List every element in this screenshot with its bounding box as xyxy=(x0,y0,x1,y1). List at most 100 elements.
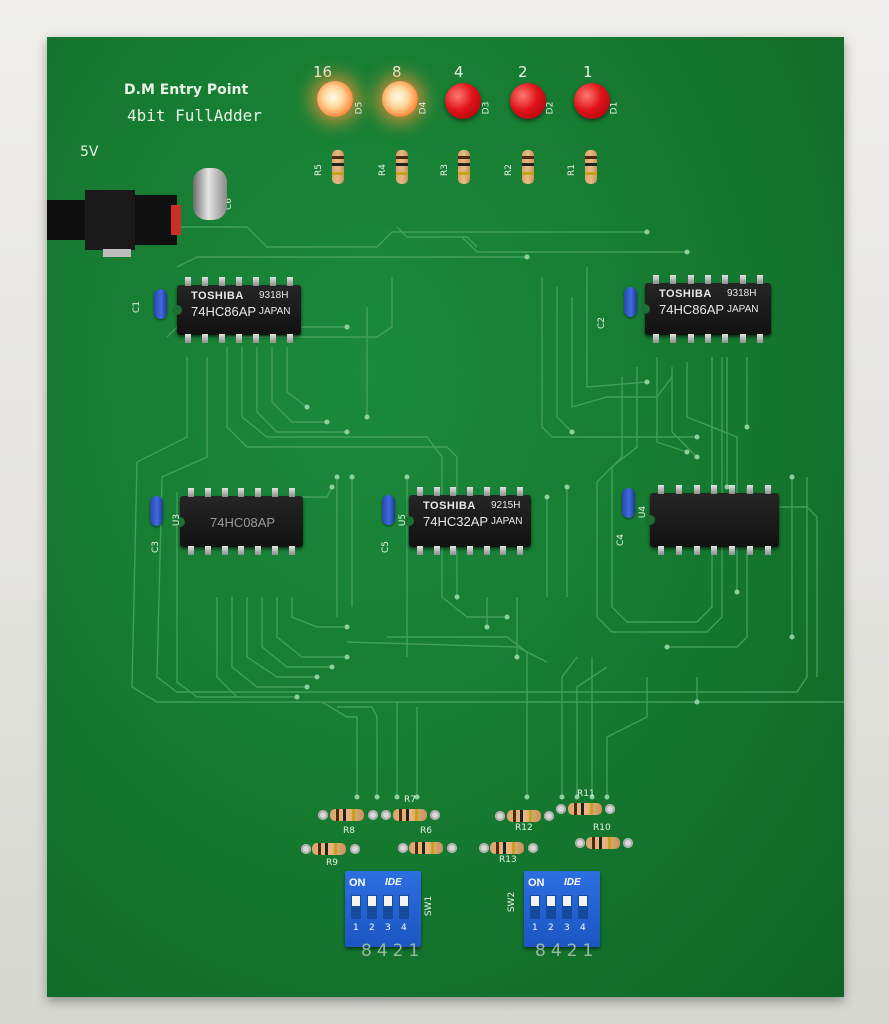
dip-toggle-3[interactable] xyxy=(562,895,572,919)
board-title: D.M Entry Point xyxy=(124,82,249,98)
chip-u4 xyxy=(645,485,779,555)
dc-power-jack xyxy=(47,190,181,257)
dip-toggle-4[interactable] xyxy=(399,895,409,919)
cap-ref-c2: C2 xyxy=(597,316,608,330)
led-d2 xyxy=(510,83,546,119)
resistor-r11 xyxy=(568,803,602,815)
chip-ref-u3: U3 xyxy=(172,513,183,527)
chip-74hc86-left: TOSHIBA 9318H 74HC86AP JAPAN xyxy=(172,277,301,343)
dip-toggle-4[interactable] xyxy=(578,895,588,919)
cap-ref-c1: C1 xyxy=(132,300,143,314)
resistor-ref-r7: R7 xyxy=(404,795,416,805)
dip-switch-sw1[interactable]: ON IDE 1 2 3 4 xyxy=(345,871,421,947)
chip-origin: JAPAN xyxy=(259,306,291,317)
pad xyxy=(605,804,615,814)
dip-position-3: 3 xyxy=(385,923,391,933)
pad xyxy=(430,810,440,820)
chip-brand: TOSHIBA xyxy=(191,290,244,302)
pad xyxy=(350,844,360,854)
resistor-ref-r3: R3 xyxy=(439,164,450,176)
pad xyxy=(556,804,566,814)
resistor-r6 xyxy=(409,842,443,854)
led-ref-d1: D1 xyxy=(609,101,620,115)
dip-toggle-2[interactable] xyxy=(546,895,556,919)
led-d3 xyxy=(445,83,481,119)
led-d1 xyxy=(574,83,610,119)
chip-brand: TOSHIBA xyxy=(659,288,712,300)
pad xyxy=(528,843,538,853)
chip-part: 74HC86AP xyxy=(191,304,257,319)
resistor-ref-r1: R1 xyxy=(566,164,577,176)
dip-position-1: 1 xyxy=(353,923,359,933)
board-subtitle: 4bit FullAdder xyxy=(127,106,262,125)
dip-toggle-1[interactable] xyxy=(530,895,540,919)
resistor-ref-r5: R5 xyxy=(313,164,324,176)
resistor-r5 xyxy=(332,150,344,184)
resistor-r2 xyxy=(522,150,534,184)
pcb-board: D.M Entry Point 4bit FullAdder 5V J1 C6 … xyxy=(47,37,844,997)
resistor-r10 xyxy=(586,837,620,849)
dip-toggle-3[interactable] xyxy=(383,895,393,919)
capacitor-c3 xyxy=(150,496,163,526)
switch-weights-sw2: 8421 xyxy=(535,941,599,961)
pad xyxy=(623,838,633,848)
chip-part: 74HC86AP xyxy=(659,302,725,317)
resistor-ref-r8: R8 xyxy=(343,826,355,836)
resistor-r3 xyxy=(458,150,470,184)
resistor-ref-r2: R2 xyxy=(503,164,514,176)
led-ref-d2: D2 xyxy=(545,101,556,115)
cap-ref-c4: C4 xyxy=(616,533,627,547)
chip-brand: TOSHIBA xyxy=(423,500,476,512)
chip-74hc86-right: TOSHIBA 9318H 74HC86AP JAPAN xyxy=(640,275,771,343)
electrolytic-capacitor-c6 xyxy=(193,168,227,220)
dip-position-4: 4 xyxy=(580,923,586,933)
dip-position-2: 2 xyxy=(369,923,375,933)
capacitor-c2 xyxy=(624,287,637,317)
led-value-1: 1 xyxy=(583,63,593,81)
dip-position-3: 3 xyxy=(564,923,570,933)
resistor-r7 xyxy=(393,809,427,821)
led-d4 xyxy=(382,81,418,117)
resistor-ref-r4: R4 xyxy=(377,164,388,176)
cap-ref-c5: C5 xyxy=(381,540,392,554)
chip-part: 74HC08AP xyxy=(210,515,276,530)
capacitor-c1 xyxy=(154,289,167,319)
dip-position-2: 2 xyxy=(548,923,554,933)
resistor-r12 xyxy=(507,810,541,822)
capacitor-c5 xyxy=(382,495,395,525)
dip-toggle-1[interactable] xyxy=(351,895,361,919)
pad xyxy=(544,811,554,821)
resistor-ref-r6: R6 xyxy=(420,826,432,836)
pad xyxy=(479,843,489,853)
dip-on-label: ON xyxy=(349,877,366,889)
pad xyxy=(575,838,585,848)
resistor-r1 xyxy=(585,150,597,184)
chip-origin: JAPAN xyxy=(727,304,759,315)
resistor-ref-r11: R11 xyxy=(577,789,595,799)
switch-ref-sw1: SW1 xyxy=(424,895,435,917)
resistor-ref-r13: R13 xyxy=(499,855,517,865)
dip-brand-label: IDE xyxy=(564,877,581,888)
resistor-ref-r10: R10 xyxy=(593,823,611,833)
dip-position-1: 1 xyxy=(532,923,538,933)
led-value-8: 8 xyxy=(392,63,402,81)
led-value-2: 2 xyxy=(518,63,528,81)
resistor-r4 xyxy=(396,150,408,184)
chip-lot: 9318H xyxy=(727,288,757,299)
chip-lot: 9215H xyxy=(491,500,521,511)
switch-ref-sw2: SW2 xyxy=(507,891,518,913)
pad xyxy=(318,810,328,820)
resistor-r13 xyxy=(490,842,524,854)
led-ref-d4: D4 xyxy=(418,101,429,115)
chip-ref-u4: U4 xyxy=(638,505,649,519)
switch-weights-sw1: 8421 xyxy=(361,941,425,961)
chip-74hc32: TOSHIBA 9215H 74HC32AP JAPAN xyxy=(404,487,531,555)
led-value-16: 16 xyxy=(313,63,333,81)
dip-switch-sw2[interactable]: ON IDE 1 2 3 4 xyxy=(524,871,600,947)
pad xyxy=(495,811,505,821)
chip-lot: 9318H xyxy=(259,290,289,301)
power-label: 5V xyxy=(80,144,99,160)
cap-ref-c3: C3 xyxy=(151,540,162,554)
pad xyxy=(368,810,378,820)
dip-toggle-2[interactable] xyxy=(367,895,377,919)
